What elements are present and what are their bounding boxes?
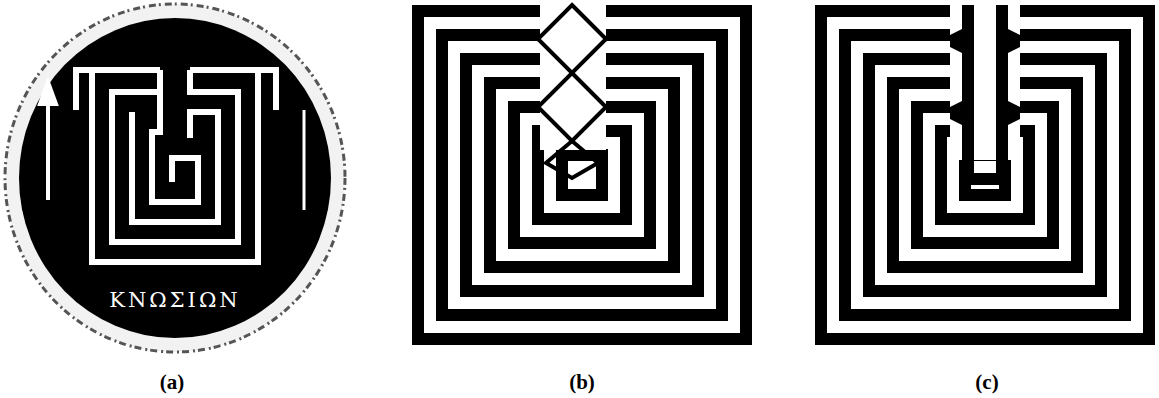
diamond: [538, 73, 606, 141]
side-mark: [303, 110, 306, 210]
labyrinth-wall: [92, 70, 258, 262]
panel-label: (b): [569, 370, 595, 395]
coin-symbol: [40, 82, 304, 210]
labyrinth-wall: [232, 70, 276, 110]
labyrinth-wall: [76, 70, 118, 110]
coin: [5, 4, 345, 352]
diamond-set: [538, 5, 606, 178]
channel-bar: [962, 173, 1008, 185]
coin-labyrinth: [76, 70, 276, 262]
bevel: [950, 101, 962, 125]
panel-label: (a): [160, 370, 185, 395]
channel-bar: [962, 5, 974, 185]
panel-label: (c): [975, 370, 998, 395]
coin-rim: [5, 4, 345, 352]
square-labyrinth-c: [821, 0, 1149, 339]
labyrinth-wall: [112, 70, 238, 242]
labyrinth-wall: [152, 92, 198, 202]
spear-shaft: [46, 95, 50, 200]
gap: [950, 0, 1020, 160]
channel-bar: [996, 5, 1008, 185]
bevel: [950, 29, 962, 53]
coin-inscription: ΚΝΩΣΙΩΝ: [107, 288, 242, 312]
bevel: [1008, 29, 1020, 53]
square-labyrinth-b: [418, 0, 746, 339]
channel: [950, 5, 1020, 185]
spear-head: [40, 82, 56, 104]
diamond: [546, 141, 598, 178]
diamond: [538, 5, 606, 73]
coin-face: [19, 18, 331, 338]
bevel: [1008, 101, 1020, 125]
